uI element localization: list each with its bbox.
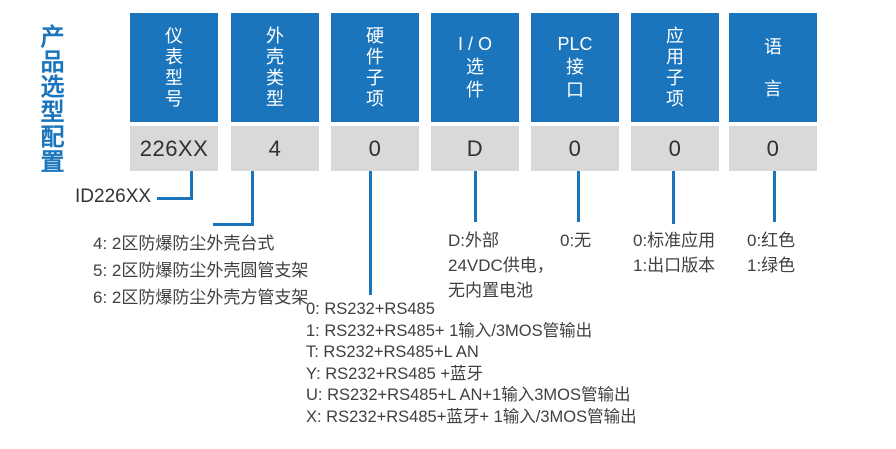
notes-enclosure-type: 4: 2区防爆防尘外壳台式 5: 2区防爆防尘外壳圆管支架 6: 2区防爆防尘外… (93, 230, 308, 311)
note-line: 4: 2区防爆防尘外壳台式 (93, 234, 275, 253)
value-plc-interface: 0 (531, 126, 619, 171)
notes-plc-interface: 0:无 (560, 228, 591, 253)
value-io-option: D (431, 126, 519, 171)
column-header-plc-interface: PLC 接 口 (531, 13, 619, 122)
connector-enclosure-type-vertical (251, 171, 254, 226)
header-line: 接 (566, 57, 584, 77)
header-line: 应 (666, 25, 684, 46)
note-line: U: RS232+RS485+L AN+1输入3MOS管输出 (306, 386, 631, 404)
header-line: 仪 (165, 25, 183, 46)
notes-application-subitem: 0:标准应用 1:出口版本 (633, 228, 715, 278)
column-header-language: 语 言 (729, 13, 817, 122)
connector-instrument-model-horizontal (157, 197, 193, 200)
header-line: I / O (457, 34, 492, 54)
connector-instrument-model-vertical (190, 171, 193, 200)
header-line: 号 (165, 88, 183, 109)
header-line: 言 (764, 78, 782, 99)
page-title: 产品选型配置 (36, 24, 63, 174)
column-io-option: I / O 选 件 D (431, 0, 519, 220)
column-header-application-subitem: 应 用 子 项 (631, 13, 719, 122)
header-line: 件 (366, 46, 384, 67)
note-line: 1:出口版本 (633, 256, 716, 275)
connector-application-subitem-vertical (672, 171, 675, 224)
value-enclosure-type: 4 (231, 126, 319, 171)
value-hardware-subitem: 0 (331, 126, 419, 171)
note-line: 0:标准应用 (633, 231, 716, 250)
header-line: 选 (466, 57, 484, 77)
column-hardware-subitem: 硬 件 子 项 0 (331, 0, 419, 220)
note-line: 0:红色 (747, 231, 796, 250)
note-line: Y: RS232+RS485 +蓝牙 (306, 364, 484, 383)
connector-language-vertical (773, 171, 776, 222)
column-application-subitem: 应 用 子 项 0 (631, 0, 719, 220)
header-line: 项 (366, 88, 384, 109)
value-language: 0 (729, 126, 817, 171)
header-line: 硬 (366, 25, 384, 46)
column-language: 语 言 0 (729, 0, 817, 220)
column-header-instrument-model: 仪 表 型 号 (130, 13, 218, 122)
header-line: 类 (266, 67, 284, 88)
note-line: 1: RS232+RS485+ 1输入/3MOS管输出 (306, 321, 593, 340)
connector-io-option-vertical (474, 171, 477, 222)
header-line: PLC (557, 34, 593, 54)
header-line: 型 (165, 67, 183, 88)
header-line: 表 (165, 46, 183, 67)
column-header-io-option: I / O 选 件 (431, 13, 519, 122)
note-line: 24VDC供电， (448, 256, 554, 275)
connector-enclosure-type-horizontal (213, 223, 254, 226)
header-line: 项 (666, 88, 684, 109)
note-line: 0: RS232+RS485 (306, 300, 435, 318)
value-application-subitem: 0 (631, 126, 719, 171)
notes-hardware-subitem: 0: RS232+RS485 1: RS232+RS485+ 1输入/3MOS管… (306, 299, 637, 428)
note-line: 无内置电池 (448, 281, 533, 300)
connector-plc-interface-vertical (577, 171, 580, 222)
header-line: 件 (466, 80, 484, 100)
note-line: 6: 2区防爆防尘外壳方管支架 (93, 288, 309, 307)
model-id-label: ID226XX (75, 186, 152, 207)
note-line: T: RS232+RS485+L AN (306, 343, 479, 361)
column-enclosure-type: 外 壳 类 型 4 (231, 0, 319, 220)
note-line: 1:绿色 (747, 256, 796, 275)
column-plc-interface: PLC 接 口 0 (531, 0, 619, 220)
header-line: 子 (666, 67, 684, 88)
note-line: X: RS232+RS485+蓝牙+ 1输入/3MOS管输出 (306, 407, 637, 426)
header-line: 用 (666, 46, 684, 67)
connector-hardware-subitem-vertical (369, 171, 372, 295)
note-line: 5: 2区防爆防尘外壳圆管支架 (93, 261, 309, 280)
notes-io-option: D:外部 24VDC供电， 无内置电池 (448, 228, 554, 303)
value-instrument-model: 226XX (130, 126, 218, 171)
header-line: 语 (764, 36, 782, 57)
header-line: 壳 (266, 46, 284, 67)
column-header-hardware-subitem: 硬 件 子 项 (331, 13, 419, 122)
column-instrument-model: 仪 表 型 号 226XX (130, 0, 218, 220)
column-header-enclosure-type: 外 壳 类 型 (231, 13, 319, 122)
header-line: 子 (366, 67, 384, 88)
header-line: 外 (266, 25, 284, 46)
note-line: D:外部 (448, 231, 499, 250)
note-line: 0:无 (560, 231, 592, 250)
header-line: 口 (566, 80, 584, 100)
notes-language: 0:红色 1:绿色 (747, 228, 795, 278)
header-line: 型 (266, 88, 284, 109)
